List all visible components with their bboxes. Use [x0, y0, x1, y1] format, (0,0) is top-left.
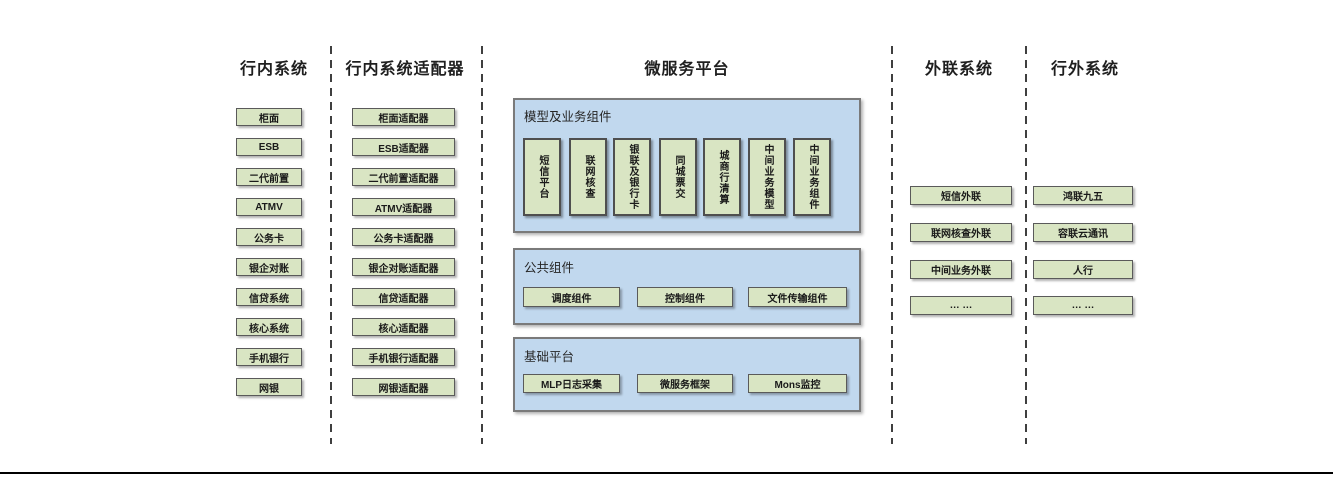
inner-system-box: ESB: [236, 138, 302, 156]
inner-system-box: 公务卡: [236, 228, 302, 246]
column-divider-2: [481, 46, 483, 444]
platform-component-box: 城商行清算: [703, 138, 741, 216]
inner-system-box: 柜面: [236, 108, 302, 126]
platform-component-box: 联网核查: [569, 138, 607, 216]
panel-common-components: [513, 248, 861, 325]
adapter-box: 二代前置适配器: [352, 168, 455, 186]
inner-system-box: ATMV: [236, 198, 302, 216]
column-divider-4: [1025, 46, 1027, 444]
adapter-box: 银企对账适配器: [352, 258, 455, 276]
outside-system-box: 鸿联九五: [1033, 186, 1133, 205]
adapter-box: 信贷适配器: [352, 288, 455, 306]
platform-component-box: 银联及银行卡: [613, 138, 651, 216]
platform-component-box: 短信平台: [523, 138, 561, 216]
adapter-box: 手机银行适配器: [352, 348, 455, 366]
outside-system-box: 人行: [1033, 260, 1133, 279]
external-link-box: 联网核查外联: [910, 223, 1012, 242]
platform-component-box: 同城票交: [659, 138, 697, 216]
page-edge-line: [0, 472, 1333, 474]
adapter-box: 柜面适配器: [352, 108, 455, 126]
panel-label: 基础平台: [524, 350, 575, 364]
adapter-box: 核心适配器: [352, 318, 455, 336]
column-divider-1: [330, 46, 332, 444]
platform-component-box: 中间业务模型: [748, 138, 786, 216]
external-link-box: 中间业务外联: [910, 260, 1012, 279]
column-title-outside-systems: 行外系统: [1050, 61, 1120, 78]
common-component-box: 文件传输组件: [748, 287, 847, 307]
inner-system-box: 银企对账: [236, 258, 302, 276]
inner-system-box: 信贷系统: [236, 288, 302, 306]
adapter-box: 网银适配器: [352, 378, 455, 396]
basic-platform-box: 微服务框架: [637, 374, 733, 393]
basic-platform-box: Mons监控: [748, 374, 847, 393]
panel-label: 公共组件: [524, 261, 575, 275]
common-component-box: 调度组件: [523, 287, 620, 307]
column-title-inner-systems: 行内系统: [239, 61, 309, 78]
inner-system-box: 手机银行: [236, 348, 302, 366]
platform-component-box: 中间业务组件: [793, 138, 831, 216]
panel-label: 模型及业务组件: [524, 110, 612, 124]
inner-system-box: 二代前置: [236, 168, 302, 186]
adapter-box: ESB适配器: [352, 138, 455, 156]
column-title-microservice-platform: 微服务平台: [644, 61, 730, 78]
column-title-external-link-systems: 外联系统: [924, 61, 994, 78]
outside-system-box: … …: [1033, 296, 1133, 315]
inner-system-box: 核心系统: [236, 318, 302, 336]
outside-system-box: 容联云通讯: [1033, 223, 1133, 242]
adapter-box: 公务卡适配器: [352, 228, 455, 246]
external-link-box: … …: [910, 296, 1012, 315]
external-link-box: 短信外联: [910, 186, 1012, 205]
basic-platform-box: MLP日志采集: [523, 374, 620, 393]
column-divider-3: [891, 46, 893, 444]
common-component-box: 控制组件: [637, 287, 733, 307]
inner-system-box: 网银: [236, 378, 302, 396]
column-title-adapters: 行内系统适配器: [345, 61, 465, 78]
adapter-box: ATMV适配器: [352, 198, 455, 216]
